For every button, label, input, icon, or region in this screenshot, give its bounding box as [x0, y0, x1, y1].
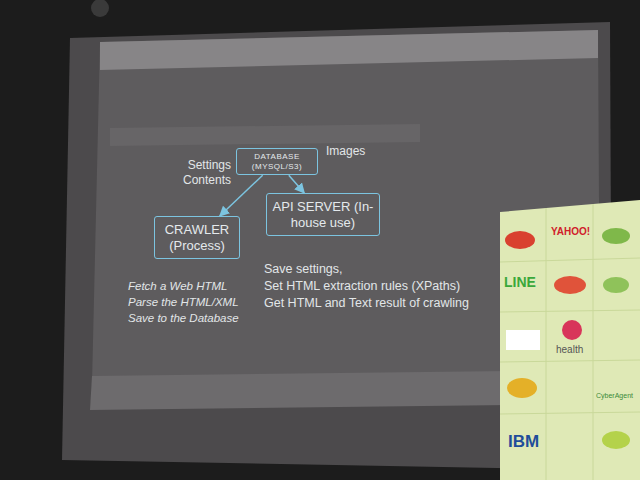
sponsor-name: LINE [504, 274, 536, 290]
process-box: API SERVER (In-house use) [266, 193, 380, 236]
slide-top-band [100, 30, 598, 70]
sponsor-name: health [556, 344, 583, 355]
sponsor-logo [506, 330, 540, 350]
sponsor-name: CyberAgent [596, 392, 633, 399]
sponsor-logo [507, 378, 537, 398]
arrow-connector [289, 175, 304, 193]
note-text: Save settings, [264, 262, 343, 276]
sponsor-logo [505, 231, 535, 249]
sponsor-logo [602, 431, 630, 449]
slide-area [92, 30, 600, 384]
sponsor-name: IBM [508, 432, 539, 452]
node-text: DATABASE (MYSQL/S3) [241, 152, 313, 171]
note-text: Parse the HTML/XML [128, 296, 239, 308]
slide-header-band [110, 124, 420, 146]
note-text: Save to the Database [128, 312, 239, 324]
database-box: DATABASE (MYSQL/S3) [236, 148, 318, 175]
note-text: Get HTML and Text result of crawling [264, 296, 469, 310]
process-box: CRAWLER (Process) [154, 216, 240, 259]
sponsor-panel [500, 200, 640, 480]
node-text: API SERVER (In-house use) [271, 199, 375, 230]
note-text: Fetch a Web HTML [128, 280, 228, 292]
sponsor-logo [562, 320, 582, 340]
data-label: Images [326, 144, 365, 158]
sponsor-logo [554, 276, 586, 294]
sponsor-logo [603, 277, 629, 293]
ceiling-light [91, 0, 109, 17]
sponsor-name: YAHOO! [551, 226, 590, 237]
data-label: Settings [188, 158, 231, 172]
data-label: Contents [183, 173, 231, 187]
node-text: CRAWLER (Process) [159, 222, 235, 253]
sponsor-logo [602, 228, 630, 244]
note-text: Set HTML extraction rules (XPaths) [264, 279, 460, 293]
sponsor-grid [500, 204, 640, 480]
